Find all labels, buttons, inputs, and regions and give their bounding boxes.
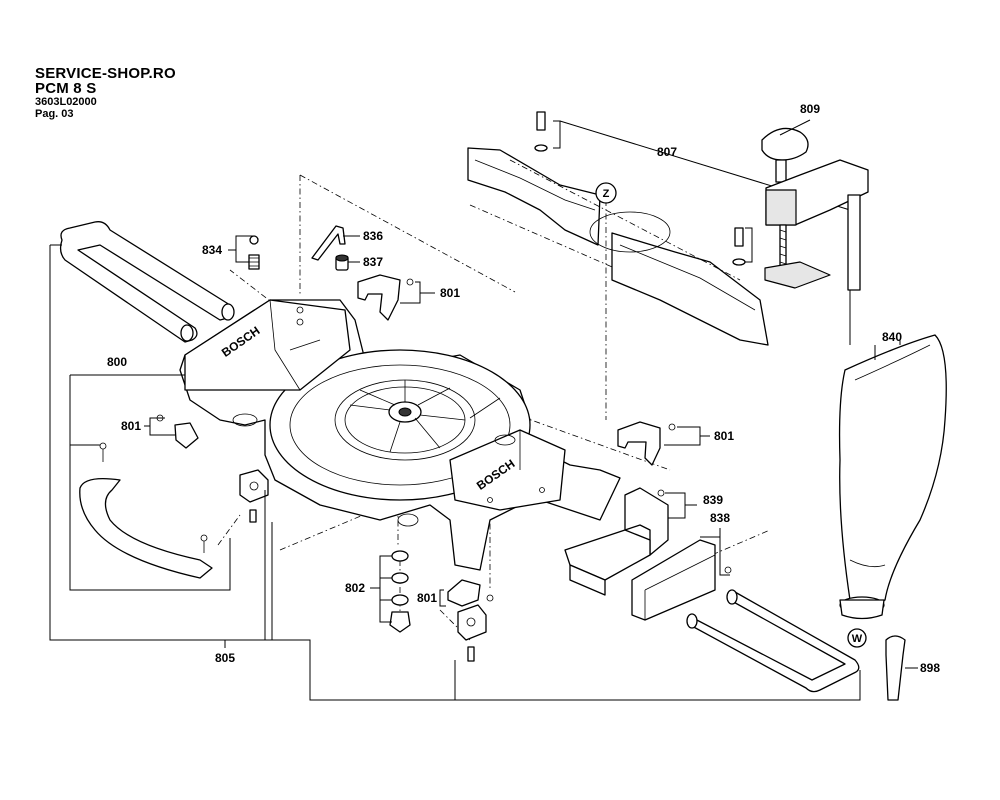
part-label-837: 837 [363,255,383,269]
part-code: 3603L02000 [35,96,97,108]
callout-w-label: W [852,633,863,645]
fence-screws [534,111,746,266]
site-title: SERVICE-SHOP.RO [35,65,176,82]
callout-z-label: Z [603,188,610,200]
model-name: PCM 8 S [35,80,97,97]
fence-assembly [467,147,769,346]
part-label-839: 839 [703,493,723,507]
part-label-802: 802 [345,581,365,595]
extension-839 [564,487,697,596]
page-number: Pag. 03 [35,108,74,120]
part-label-801-left: 801 [121,419,141,433]
clip-801-bottom [439,579,494,607]
blade-guard [79,442,213,579]
leader-800 [49,244,266,641]
saw-base [179,299,621,571]
leaders-834-836-837 [228,235,360,263]
clip-801-left [144,414,199,449]
part-label-800: 800 [107,355,127,369]
clip-801-right [617,421,710,466]
small-parts-top [248,225,349,271]
extension-838 [631,528,732,621]
detail-callout-z: Z [595,182,617,204]
washer-stack-802 [370,550,411,633]
hinge-brackets [239,469,487,662]
leader-805 [224,522,861,701]
part-label-805: 805 [215,651,235,665]
clip-801-top [357,274,435,321]
part-label-801-top: 801 [440,286,460,300]
part-label-809: 809 [800,102,820,116]
dust-bag-840 [838,334,947,620]
part-label-801-right: 801 [714,429,734,443]
part-label-838: 838 [710,511,730,525]
clamp-809 [761,127,869,291]
part-label-898: 898 [920,661,940,675]
carry-handle [59,221,235,343]
part-label-807: 807 [657,145,677,159]
part-label-840: 840 [882,330,902,344]
support-bar [686,589,860,693]
detail-callout-w: W [847,628,867,648]
part-label-836: 836 [363,229,383,243]
drawing-header: SERVICE-SHOP.RO PCM 8 S 3603L02000 Pag. … [35,66,176,120]
tool-898 [885,635,918,701]
part-label-801-bottom: 801 [417,591,437,605]
part-label-834: 834 [202,243,222,257]
leader-809 [779,119,811,136]
